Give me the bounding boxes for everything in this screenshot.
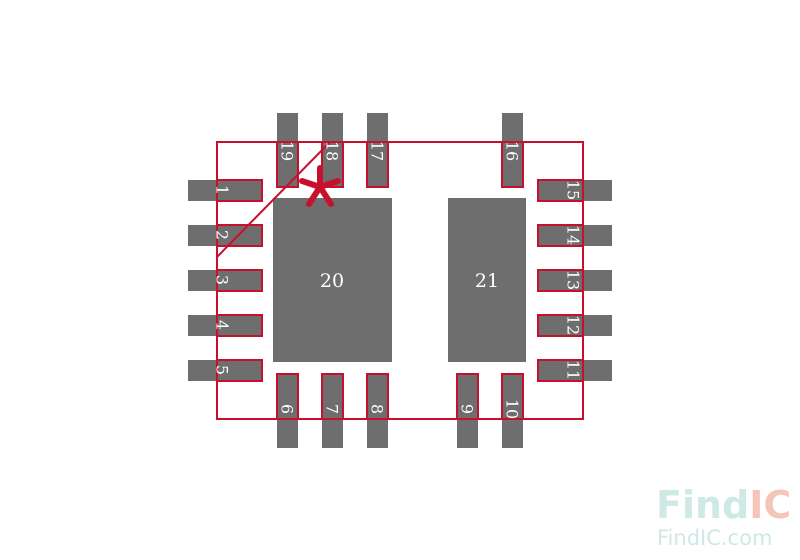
pin-pads-copper <box>188 113 612 448</box>
pin-label: 8 <box>368 404 387 414</box>
pin-label: 18 <box>323 141 342 161</box>
thermal-pad-20 <box>273 198 392 362</box>
pin-label: 2 <box>213 230 232 240</box>
top-pin-17-copper <box>367 113 388 187</box>
watermark-url: FindIC.com <box>657 526 772 550</box>
left-pin-5-copper <box>188 360 262 381</box>
pin-label: 12 <box>564 315 583 335</box>
left-pin-3-copper <box>188 270 262 291</box>
pin-label: 10 <box>503 399 522 419</box>
pin-label: 13 <box>564 270 583 290</box>
thermal-pad-20-label: 20 <box>320 270 344 292</box>
pin1-asterisk-icon <box>299 165 341 207</box>
right-pin-14-copper <box>538 225 612 246</box>
pin-label: 3 <box>213 275 232 285</box>
pin-label: 7 <box>323 404 342 414</box>
pin-label: 17 <box>368 141 387 161</box>
package-outline <box>216 141 584 420</box>
watermark-logo-ic: IC <box>749 483 791 527</box>
right-pin-13-copper <box>538 270 612 291</box>
pin-label: 1 <box>213 185 232 195</box>
thermal-pad-21 <box>448 198 526 362</box>
pin-labels: 1 2 3 4 5 6 7 8 9 10 11 12 13 14 15 16 1… <box>213 141 583 419</box>
svg-text:FindIC: FindIC <box>656 483 791 527</box>
pin-label: 15 <box>564 180 583 200</box>
pin-label: 14 <box>564 225 583 245</box>
bottom-pin-9-copper <box>457 374 478 448</box>
findic-watermark: FindIC FindIC.com <box>656 483 791 550</box>
pin-label: 19 <box>278 141 297 161</box>
pin-label: 9 <box>458 404 477 414</box>
pin-label: 6 <box>278 404 297 414</box>
pin-label: 5 <box>213 365 232 375</box>
top-pin-18-copper <box>322 113 343 187</box>
bottom-pin-10-copper <box>502 374 523 448</box>
right-pin-15-copper <box>538 180 612 201</box>
thermal-pad-21-label: 21 <box>475 270 499 292</box>
right-pin-11-copper <box>538 360 612 381</box>
bottom-pin-7-copper <box>322 374 343 448</box>
pin-label: 11 <box>564 360 583 380</box>
top-pin-19-copper <box>277 113 298 187</box>
pin-outlines <box>216 141 584 420</box>
left-pin-4-copper <box>188 315 262 336</box>
top-pin-16-copper <box>502 113 523 187</box>
watermark-logo-find: Find <box>656 483 749 527</box>
right-pin-12-copper <box>538 315 612 336</box>
bottom-pin-8-copper <box>367 374 388 448</box>
pin-label: 4 <box>213 320 232 330</box>
bottom-pin-6-copper <box>277 374 298 448</box>
left-pin-1-copper <box>188 180 262 201</box>
pin-label: 16 <box>503 141 522 161</box>
